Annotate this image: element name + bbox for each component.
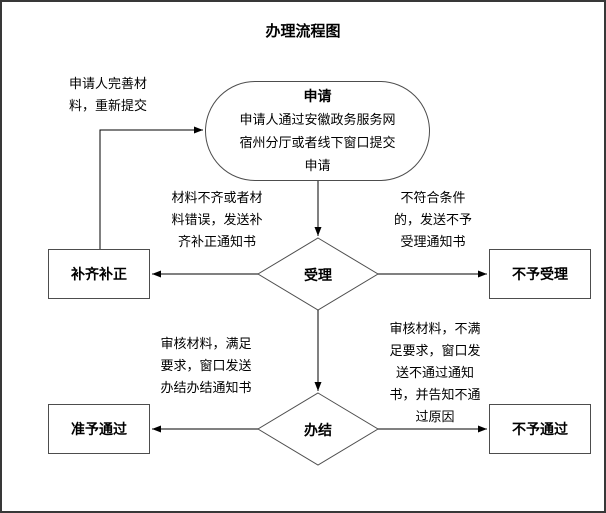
edge-label-line: 料，重新提交 xyxy=(68,98,147,113)
node-approve-label: 准予通过 xyxy=(71,421,127,437)
node-accept-label: 受理 xyxy=(304,267,332,283)
edge-label-resubmit: 申请人完善材 料，重新提交 xyxy=(60,73,156,117)
edge-label-line: 过原因 xyxy=(415,409,455,424)
edge-label-line: 办结办结通知书 xyxy=(160,380,252,395)
node-apply-body-line: 申请人通过安徽政务服务网 xyxy=(239,112,396,127)
node-apply-body-line: 申请 xyxy=(304,158,331,173)
edge-label-not-qualified: 不符合条件 的，发送不予 受理通知书 xyxy=(384,187,482,253)
node-approve: 准予通过 xyxy=(48,404,150,454)
node-supplement: 补齐补正 xyxy=(48,249,150,299)
edge-label-line: 审核材料，满足 xyxy=(160,336,252,351)
edge-label-line: 审核材料，不满 xyxy=(389,321,481,336)
edge-label-line: 书，并告知不通 xyxy=(389,387,481,402)
node-apply-body-line: 宿州分厅或者线下窗口提交 xyxy=(239,135,396,150)
edge-label-line: 足要求，窗口发 xyxy=(389,343,481,358)
edge-label-pass: 审核材料，满足 要求，窗口发送 办结办结通知书 xyxy=(154,333,258,399)
node-reject-label: 不予受理 xyxy=(512,266,568,282)
node-apply: 申请 申请人通过安徽政务服务网 宿州分厅或者线下窗口提交 申请 xyxy=(205,81,430,181)
node-apply-body: 申请人通过安徽政务服务网 宿州分厅或者线下窗口提交 申请 xyxy=(239,108,395,177)
edge-label-line: 要求，窗口发送 xyxy=(160,358,252,373)
node-apply-title: 申请 xyxy=(303,88,332,104)
edge-label-incomplete: 材料不齐或者材 料错误，发送补 齐补正通知书 xyxy=(165,187,269,253)
edge-label-fail: 审核材料，不满 足要求，窗口发 送不通过通知 书，并告知不通 过原因 xyxy=(383,318,487,428)
edge-label-line: 材料不齐或者材 xyxy=(171,190,263,205)
node-deny-label: 不予通过 xyxy=(512,421,568,437)
edge-label-line: 申请人完善材 xyxy=(68,76,147,91)
node-deny: 不予通过 xyxy=(489,404,591,454)
decision-complete-shape xyxy=(257,392,379,466)
edge-label-line: 不符合条件 xyxy=(400,190,466,205)
node-reject: 不予受理 xyxy=(489,249,591,299)
edge-label-line: 料错误，发送补 xyxy=(171,212,263,227)
node-supplement-label: 补齐补正 xyxy=(71,266,127,282)
node-complete-label: 办结 xyxy=(304,422,332,438)
arrow-supplement-to-apply xyxy=(99,126,203,249)
edge-label-line: 的，发送不予 xyxy=(393,212,472,227)
edge-label-line: 受理通知书 xyxy=(400,234,466,249)
edge-label-line: 齐补正通知书 xyxy=(177,234,256,249)
edge-label-line: 送不通过通知 xyxy=(395,365,474,380)
flowchart-title: 办理流程图 xyxy=(265,23,341,40)
